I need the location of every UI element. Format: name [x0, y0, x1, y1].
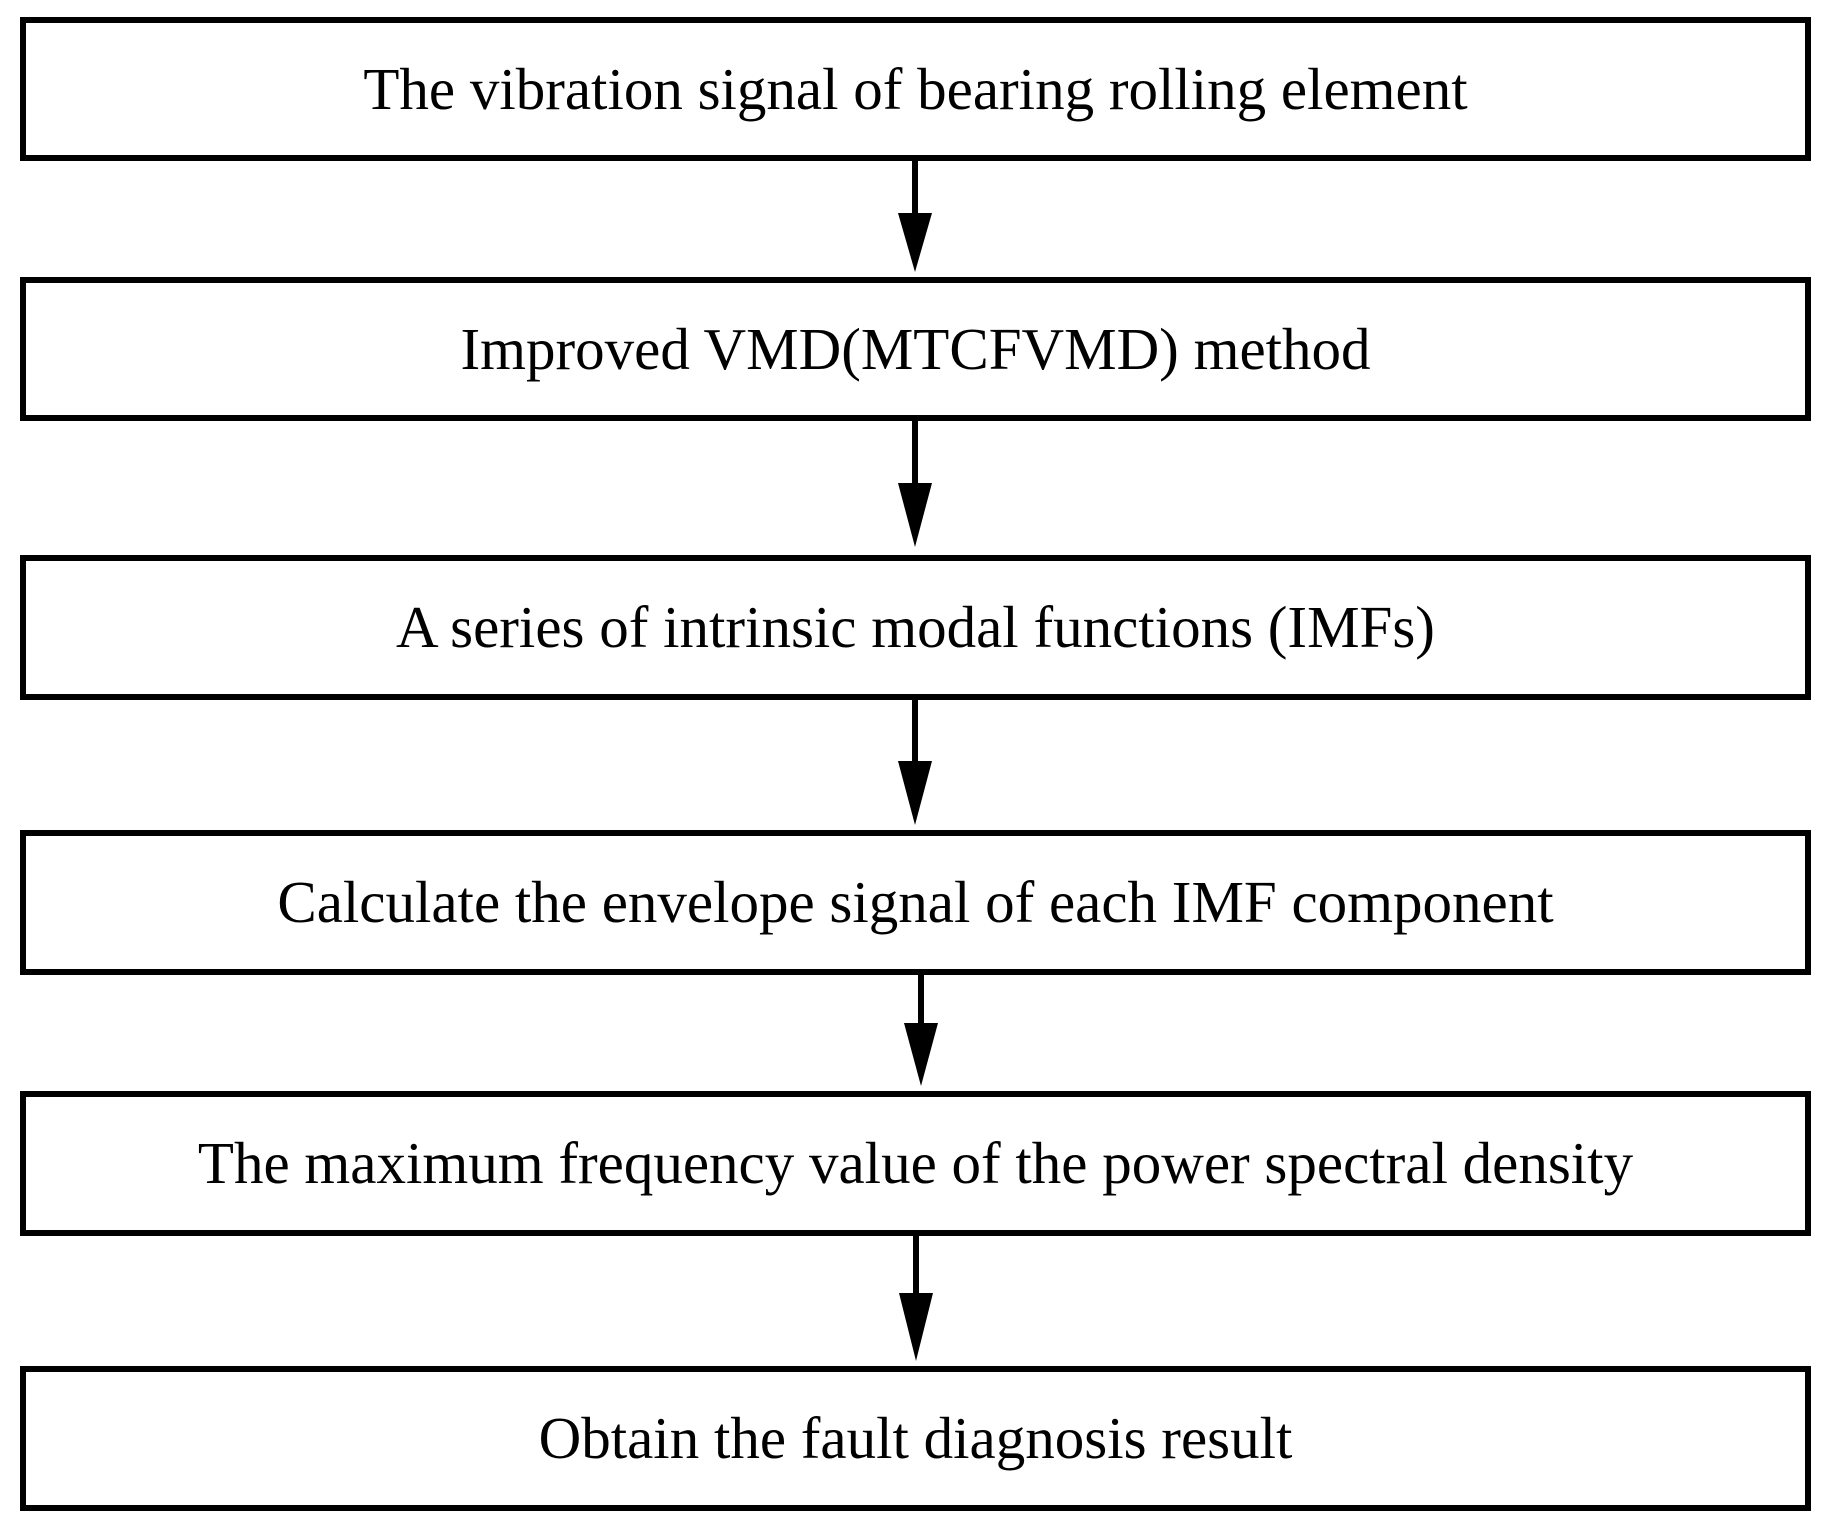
step-box-fault-diagnosis: Obtain the fault diagnosis result — [20, 1366, 1811, 1511]
step-label-envelope-signal: Calculate the envelope signal of each IM… — [277, 869, 1554, 935]
step-box-improved-vmd: Improved VMD(MTCFVMD) method — [20, 277, 1811, 421]
step-box-max-frequency: The maximum frequency value of the power… — [20, 1091, 1811, 1236]
step-box-vibration-signal: The vibration signal of bearing rolling … — [20, 17, 1811, 161]
step-box-imfs: A series of intrinsic modal functions (I… — [20, 555, 1811, 700]
arrow-4 — [904, 975, 938, 1086]
arrow-3 — [898, 700, 932, 825]
step-label-max-frequency: The maximum frequency value of the power… — [197, 1130, 1634, 1196]
step-label-improved-vmd: Improved VMD(MTCFVMD) method — [460, 315, 1371, 382]
arrow-2 — [898, 421, 932, 547]
step-label-imfs: A series of intrinsic modal functions (I… — [396, 594, 1435, 660]
step-label-vibration-signal: The vibration signal of bearing rolling … — [363, 55, 1468, 122]
arrow-1 — [898, 161, 932, 272]
step-box-envelope-signal: Calculate the envelope signal of each IM… — [20, 830, 1811, 975]
step-label-fault-diagnosis: Obtain the fault diagnosis result — [538, 1405, 1293, 1471]
arrow-5 — [899, 1236, 933, 1361]
